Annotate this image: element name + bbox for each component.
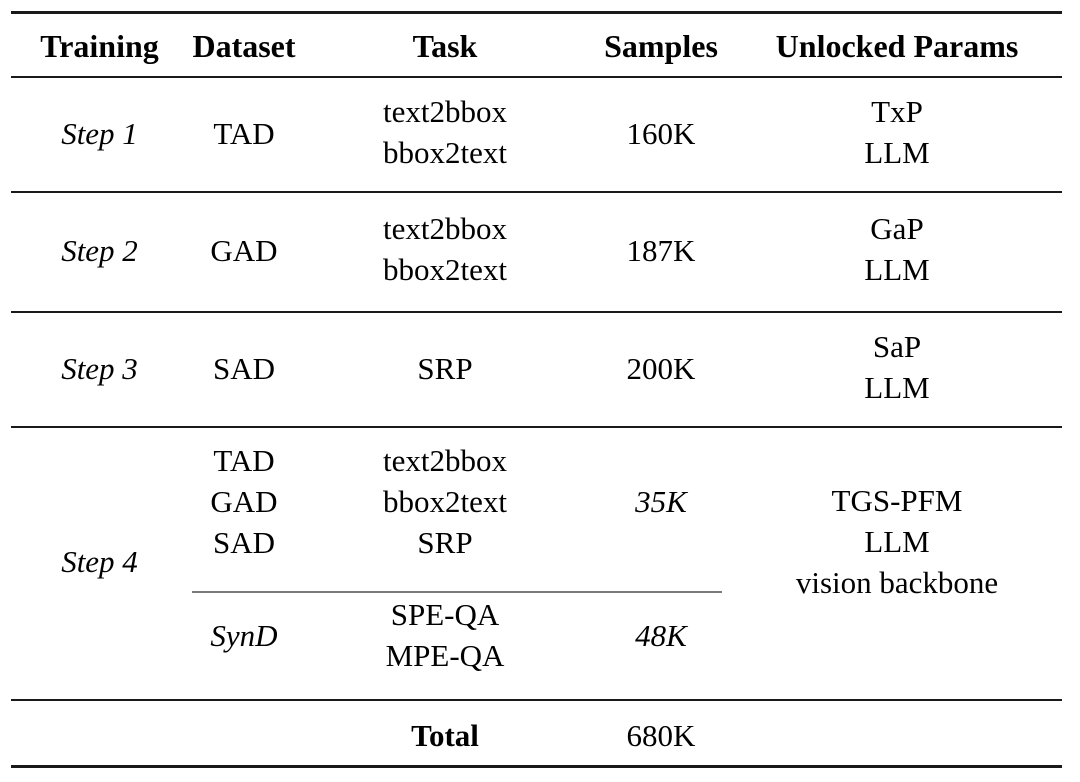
cell-step4-synd-dataset: SynD (210, 618, 278, 653)
param-line: vision backbone (795, 565, 999, 601)
cell-step1-training: Step 1 (61, 116, 138, 151)
column-header-task: Task (412, 28, 478, 64)
param-line: LLM (864, 370, 930, 406)
cell-step4-tasks: text2bbox bbox2text SRP (300, 440, 590, 564)
column-header-dataset: Dataset (192, 28, 296, 64)
cell-step3-samples: 200K (626, 351, 696, 386)
cell-step2-task: text2bbox bbox2text (300, 208, 590, 290)
task-line: SPE-QA (390, 597, 500, 632)
param-line: SaP (872, 329, 922, 364)
task-line: text2bbox (383, 94, 507, 129)
cell-step4-params: TGS-PFM LLM vision backbone (732, 480, 1062, 604)
task-line: bbox2text (383, 252, 507, 288)
cell-step4-upper-samples: 35K (635, 484, 687, 519)
cell-step1-params: TxP LLM (732, 91, 1062, 173)
cell-step2-training: Step 2 (61, 233, 138, 268)
dataset-line: GAD (210, 484, 278, 520)
task-line: text2bbox (383, 443, 507, 478)
param-line: LLM (864, 524, 930, 560)
table-bottom-rule (11, 765, 1062, 768)
table-header-rule (11, 76, 1062, 78)
param-line: LLM (864, 135, 930, 171)
partial-rule-step4 (192, 591, 722, 593)
dataset-line: SAD (212, 525, 275, 561)
cell-step1-task: text2bbox bbox2text (300, 91, 590, 173)
param-line: GaP (870, 211, 924, 246)
table-top-rule (11, 11, 1062, 14)
cell-step1-dataset: TAD (213, 116, 275, 151)
cell-step2-dataset: GAD (210, 233, 278, 268)
cell-step2-samples: 187K (626, 233, 696, 268)
task-line: bbox2text (383, 135, 507, 171)
cell-step2-params: GaP LLM (732, 208, 1062, 290)
param-line: TGS-PFM (831, 483, 963, 518)
row-rule-after-step3 (11, 426, 1062, 428)
column-header-samples: Samples (604, 28, 718, 64)
row-rule-after-step1 (11, 191, 1062, 193)
cell-step3-training: Step 3 (61, 351, 138, 386)
cell-step4-synd-samples: 48K (635, 618, 687, 653)
row-rule-after-step2 (11, 311, 1062, 313)
task-line: text2bbox (383, 211, 507, 246)
param-line: LLM (864, 252, 930, 288)
cell-step3-task: SRP (417, 351, 473, 386)
row-rule-after-step4 (11, 699, 1062, 701)
column-header-unlocked-params: Unlocked Params (775, 28, 1019, 64)
cell-step3-params: SaP LLM (732, 326, 1062, 408)
cell-step3-dataset: SAD (212, 351, 275, 386)
dataset-line: TAD (213, 443, 275, 478)
cell-total-samples: 680K (626, 718, 696, 753)
task-line: bbox2text (383, 484, 507, 520)
column-header-training: Training (40, 28, 159, 64)
task-line: SRP (417, 525, 473, 561)
cell-step4-synd-tasks: SPE-QA MPE-QA (300, 594, 590, 676)
cell-step1-samples: 160K (626, 116, 696, 151)
param-line: TxP (871, 94, 923, 129)
cell-step4-datasets: TAD GAD SAD (188, 440, 300, 564)
task-line: MPE-QA (385, 638, 505, 674)
cell-step4-training: Step 4 (61, 544, 138, 579)
cell-total-label: Total (411, 718, 479, 753)
